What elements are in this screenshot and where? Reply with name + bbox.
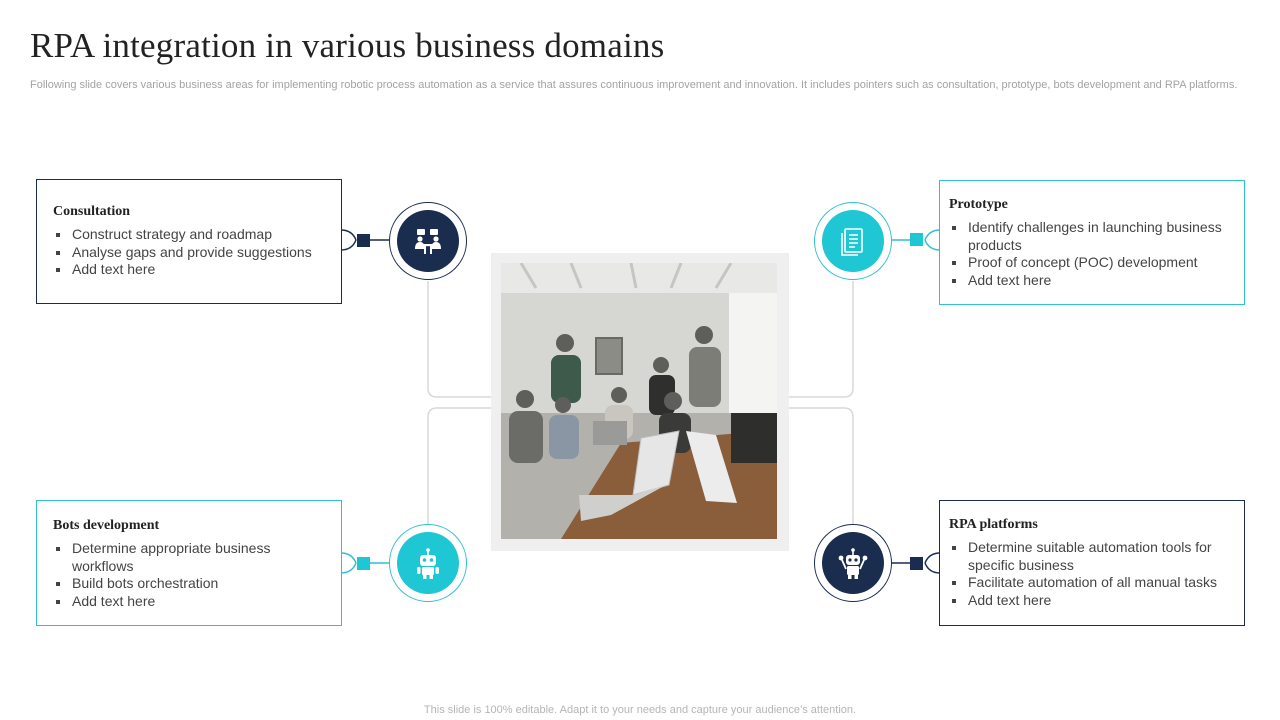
list-item: Construct strategy and roadmap <box>53 226 325 244</box>
connector-square <box>910 557 923 570</box>
list-item: Add text here <box>53 593 325 611</box>
page-title: RPA integration in various business doma… <box>30 26 665 65</box>
bots-development-card: Bots development Determine appropriate b… <box>36 500 342 626</box>
team-meeting-photo <box>501 263 777 539</box>
meeting-icon <box>415 229 441 254</box>
rpa-platforms-card: RPA platforms Determine suitable automat… <box>939 500 1245 626</box>
list-item: Analyse gaps and provide suggestions <box>53 244 325 262</box>
list-item: Build bots orchestration <box>53 575 325 593</box>
bot-arms-icon <box>838 548 868 579</box>
connector-square <box>357 234 370 247</box>
center-photo-frame <box>491 253 789 551</box>
card-title: Bots development <box>53 518 160 533</box>
consultation-badge <box>389 202 467 280</box>
list-item: Determine appropriate business workflows <box>53 540 325 575</box>
prototype-badge <box>814 202 892 280</box>
list-item: Add text here <box>949 592 1228 610</box>
footer-note: This slide is 100% editable. Adapt it to… <box>423 704 857 716</box>
bullet-list: Construct strategy and roadmap Analyse g… <box>53 226 325 279</box>
bullet-list: Identify challenges in launching busines… <box>949 219 1228 289</box>
list-item: Determine suitable automation tools for … <box>949 539 1228 574</box>
connector-square <box>910 233 923 246</box>
card-title: Prototype <box>949 197 1008 212</box>
prototype-card: Prototype Identify challenges in launchi… <box>939 180 1245 305</box>
list-item: Facilitate automation of all manual task… <box>949 574 1228 592</box>
bullet-list: Determine appropriate business workflows… <box>53 540 325 610</box>
consultation-card: Consultation Construct strategy and road… <box>36 179 342 304</box>
list-item: Identify challenges in launching busines… <box>949 219 1228 254</box>
page-subtitle: Following slide covers various business … <box>30 79 1238 91</box>
robot-icon <box>417 548 439 579</box>
list-item: Add text here <box>53 261 325 279</box>
rpa-platforms-badge <box>814 524 892 602</box>
bullet-list: Determine suitable automation tools for … <box>949 539 1228 609</box>
photo-illustration <box>501 263 777 539</box>
bots-development-badge <box>389 524 467 602</box>
document-icon <box>841 228 863 256</box>
card-title: RPA platforms <box>949 517 1038 532</box>
list-item: Add text here <box>949 272 1228 290</box>
list-item: Proof of concept (POC) development <box>949 254 1228 272</box>
card-title: Consultation <box>53 204 131 219</box>
connector-square <box>357 557 370 570</box>
